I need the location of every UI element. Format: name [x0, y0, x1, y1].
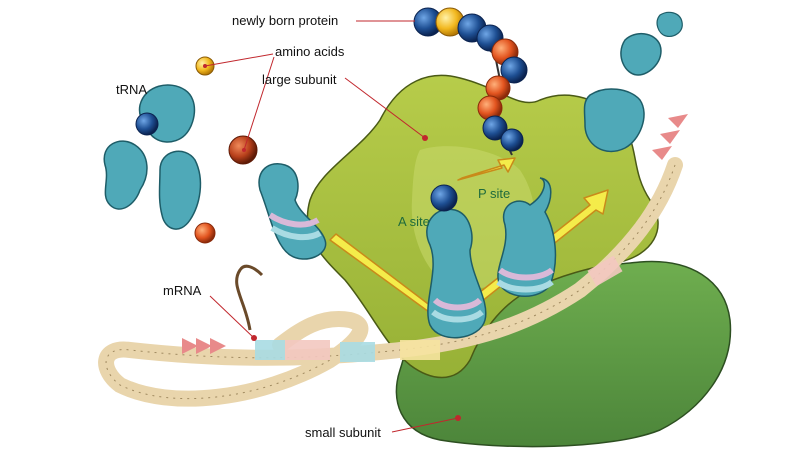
label-a-site: A site [398, 214, 430, 229]
label-mrna: mRNA [163, 283, 202, 298]
label-leader-lines [204, 20, 459, 433]
label-newly-born-protein: newly born protein [232, 13, 339, 28]
mrna-tail [235, 264, 264, 331]
trna-molecule-icon [103, 11, 683, 339]
label-small-subunit: small subunit [305, 425, 381, 440]
direction-arrow-icon [182, 338, 226, 354]
label-p-site: P site [478, 186, 511, 201]
mrna-strand [98, 157, 683, 407]
direction-arrow-icon [652, 114, 688, 160]
label-amino-acids: amino acids [275, 44, 345, 59]
label-trna: tRNA [116, 82, 148, 97]
protein-chain [413, 7, 528, 156]
label-large-subunit: large subunit [262, 72, 337, 87]
